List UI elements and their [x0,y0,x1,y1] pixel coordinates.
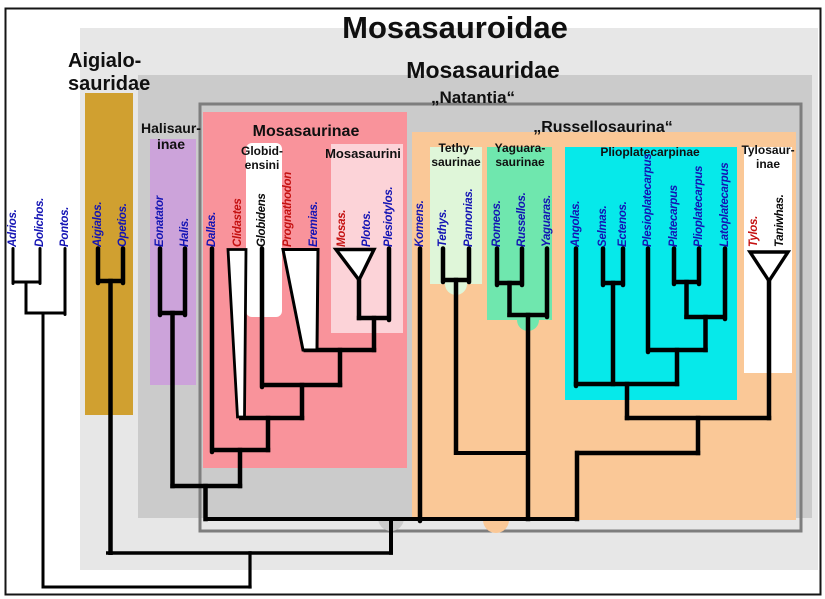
taxon-label-plotos: Plotos. [361,210,373,247]
taxon-label-pontos: Pontos. [59,206,71,247]
clade-label-yaguarasaurinae: Yaguara- saurinae [489,141,551,169]
taxon-label-plesiotylos: Plesiotylos. [383,186,395,247]
taxon-label-tylos: Tylos. [748,215,760,247]
clade-label-line: Globid- [241,144,283,158]
collapsed-clade-triangle-tylosaurinae [746,250,792,285]
clade-label-russellosaurina: „Russellosaurina“ [533,119,673,136]
taxon-label-taniwhas: Taniwhas. [774,194,786,247]
clade-label-aigialosauridae: Aigialo- sauridae [68,50,158,95]
clade-label-line: sauridae [68,72,151,95]
taxon-label-romeos: Romeos. [491,200,503,247]
taxon-label-dallas: Dallas. [206,212,218,247]
taxon-label-tethys: Tethys. [437,209,449,247]
clade-label-mosasaurinae: Mosasaurinae [252,123,360,140]
taxon-label-clidastes: Clidastes [232,198,244,247]
taxon-label-eremias: Eremias. [308,201,320,247]
taxon-label-halis: Halis. [179,218,191,247]
clade-box-globidensini [246,143,282,317]
taxon-label-platecarpus: Platecarpus [668,185,680,247]
taxon-label-plioplatecarpus: Plioplatecarpus [693,165,705,247]
taxon-label-globidens: Globidens [256,193,268,247]
taxon-label-pannonias: Pannonias. [463,188,475,247]
clade-label-mosasaurini: Mosasaurini [325,146,401,161]
clade-label-plioplatecarpinae: Plioplatecarpinae [600,145,700,159]
taxon-label-plesioplatecarpus: Plesioplatecarpus [642,153,654,247]
clade-box-plioplatecarpinae [565,147,737,400]
clade-label-line: inae [156,135,185,152]
clade-label-line: inae [755,156,780,171]
clade-label-line: Aigialo- [68,50,142,72]
taxon-label-yaguaras: Yaguaras. [541,195,553,247]
taxon-label-russellos: Russellos. [516,192,528,247]
taxon-label-opetios: Opetios. [117,203,129,247]
clade-label-line: Tylosaur- [741,143,795,157]
clade-box-tethysaurinae [430,147,482,284]
taxon-label-komens: Komens. [414,200,426,247]
collapsed-clade-triangle-mosasaurini [332,247,377,284]
collapsed-clade-wedge-prognathodon [281,248,320,352]
clade-label-line: saurinae [495,154,545,169]
clade-label-mosasauridae: Mosasauridae [406,57,560,83]
taxon-label-dolichos: Dolichos. [34,197,46,247]
taxon-label-latoplatecarpus: Latoplatecarpus [719,162,731,247]
clade-label-halisaurinae: Halisaur- inae [131,120,211,153]
taxon-label-ectenos: Ectenos. [617,201,629,247]
collapsed-clade-wedge-clidastes [226,248,248,419]
taxon-label-mosas: Mosas. [336,209,348,247]
clade-label-line: Halisaur- [141,120,201,136]
clade-box-yaguarasaurinae [487,147,552,320]
taxon-label-eonatator: Eonatator [154,196,166,247]
taxon-label-selmas: Selmas. [597,205,609,247]
clade-label-line: Yaguara- [494,141,546,155]
page-title: Mosasauroidae [342,10,568,45]
clade-label-natantia: „Natantia“ [430,88,516,107]
taxon-label-prognathodon: Prognathodon [282,172,294,247]
clade-label-line: saurinae [431,154,481,169]
clade-label-line: Tethy- [438,141,474,155]
clade-label-tylosaurinae: Tylosaur- inae [737,143,799,171]
image-border [4,7,822,596]
taxon-label-aigialos: Aigialos. [92,201,104,247]
clade-label-globidensini: Globid- ensini [232,144,292,172]
clade-label-line: ensini [244,157,280,172]
clade-label-tethysaurinae: Tethy- saurinae [425,141,487,169]
taxon-label-angolas: Angolas. [570,200,582,247]
taxon-label-adrios: Adrios. [7,209,19,247]
